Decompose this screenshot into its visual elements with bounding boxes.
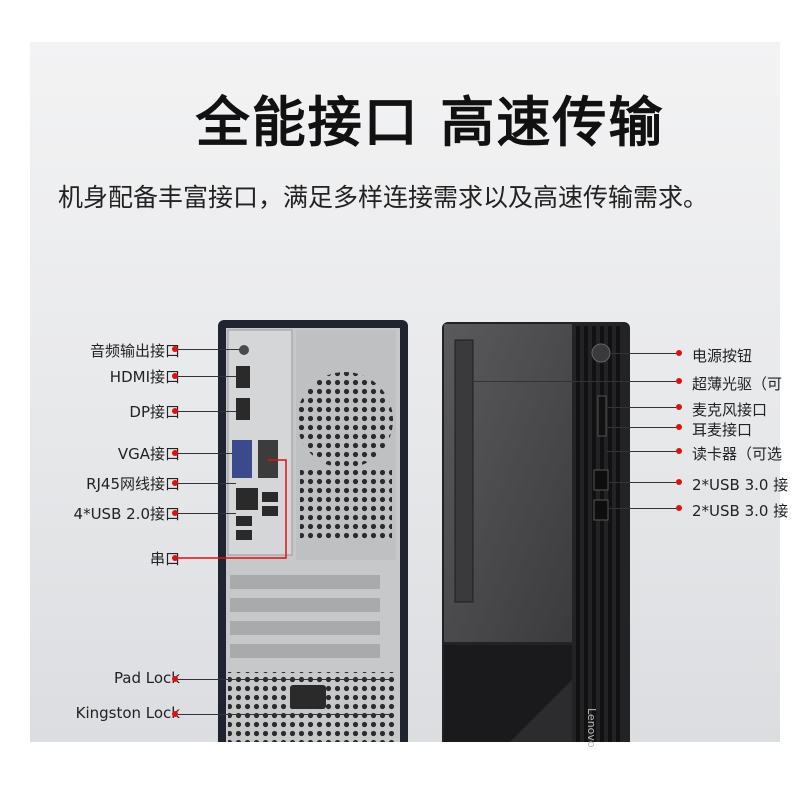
label-power-button: 电源按钮 [692, 347, 753, 365]
label-serial: 串口 [149, 550, 180, 568]
headline: 全能接口 高速传输 [195, 91, 665, 154]
rj45-port-icon [236, 488, 258, 510]
label-dp: DP接口 [129, 403, 180, 421]
label-usb3-a: 2*USB 3.0 接 [692, 476, 789, 494]
label-audio-output: 音频输出接口 [89, 342, 180, 360]
label-kingston-lock: Kingston Lock [75, 704, 180, 722]
vga-port-icon [232, 440, 252, 478]
label-usb2: 4*USB 2.0接口 [73, 505, 180, 523]
hdmi-port-icon [236, 366, 250, 388]
label-rj45: RJ45网线接口 [86, 475, 180, 493]
subheadline: 机身配备丰富接口，满足多样连接需求以及高速传输需求。 [58, 183, 709, 212]
label-headset: 耳麦接口 [692, 421, 753, 439]
optical-drive-slot-icon [454, 339, 474, 603]
power-button-icon [591, 343, 611, 363]
label-pad-lock: Pad Lock [113, 669, 180, 687]
label-optical-drive: 超薄光驱（可 [692, 375, 783, 393]
rear-chassis [172, 320, 408, 742]
label-microphone: 麦克风接口 [692, 401, 768, 419]
label-hdmi: HDMI接口 [109, 368, 180, 386]
dp-port-icon [236, 398, 250, 420]
brand-logo: Lenovo [585, 708, 598, 748]
label-card-reader: 读卡器（可选 [692, 445, 783, 463]
front-chassis [442, 322, 630, 742]
label-usb3-b: 2*USB 3.0 接 [692, 502, 789, 520]
serial-port-icon [258, 440, 278, 478]
usb2-port-icon [236, 530, 252, 540]
label-vga: VGA接口 [117, 445, 180, 463]
audio-port-icon [239, 345, 249, 355]
usb3-port-icon [593, 469, 609, 491]
